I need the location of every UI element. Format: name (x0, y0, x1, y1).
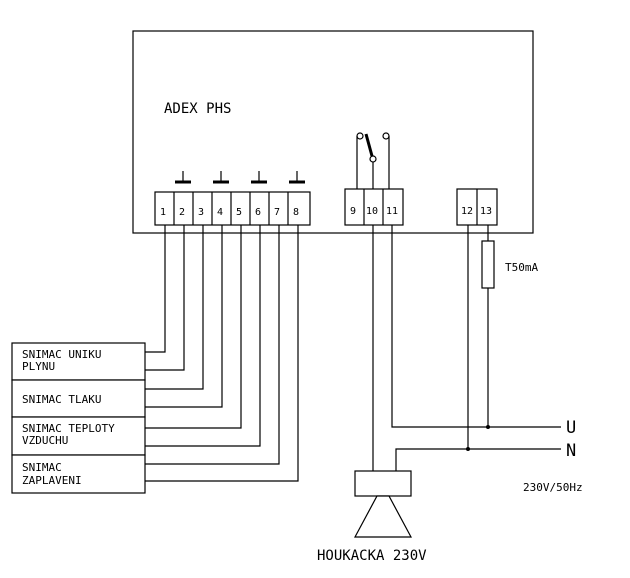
sensor-3-line1: SNIMAC TEPLOTY (22, 422, 115, 435)
terminal-4-label: 4 (217, 207, 223, 218)
terminal-12-label: 12 (461, 206, 473, 217)
terminal-1-label: 1 (160, 207, 166, 218)
terminal-block-power (456, 188, 498, 226)
supply-phase-label: U (566, 418, 576, 438)
sensor-boxes (11, 342, 146, 494)
sensor-4-line2: ZAPLAVENI (22, 474, 82, 487)
siren-label: HOUKACKA 230V (317, 548, 427, 564)
sensor-1-line1: SNIMAC UNIKU (22, 348, 101, 361)
terminal-13-label: 13 (480, 206, 492, 217)
terminal-6-label: 6 (255, 207, 261, 218)
sensor-1-line2: PLYNU (22, 360, 55, 373)
supply-rating-label: 230V/50Hz (523, 481, 583, 494)
sensor-3-line2: VZDUCHU (22, 434, 68, 447)
terminal-10-label: 10 (366, 206, 378, 217)
terminal-2-label: 2 (179, 207, 185, 218)
terminal-11-label: 11 (386, 206, 398, 217)
fuse-label: T50mA (505, 261, 538, 274)
sensor-4-line1: SNIMAC (22, 461, 62, 474)
terminal-5-label: 5 (236, 207, 242, 218)
device-name: ADEX PHS (164, 101, 231, 117)
terminal-block-relay (344, 188, 404, 226)
sensor-2-line1: SNIMAC TLAKU (22, 393, 101, 406)
terminal-9-label: 9 (350, 206, 356, 217)
terminal-3-label: 3 (198, 207, 204, 218)
siren-and-supply-wiring (372, 225, 561, 471)
terminal-8-label: 8 (293, 207, 299, 218)
supply-neutral-label: N (566, 441, 576, 461)
fuse-symbol (481, 225, 495, 427)
relay-contact-symbol (356, 132, 390, 189)
input-contact-symbols (175, 171, 305, 184)
terminal-7-label: 7 (274, 207, 280, 218)
terminal-block-inputs (154, 191, 311, 226)
sensor-wiring (145, 225, 299, 482)
siren-symbol (353, 470, 413, 538)
